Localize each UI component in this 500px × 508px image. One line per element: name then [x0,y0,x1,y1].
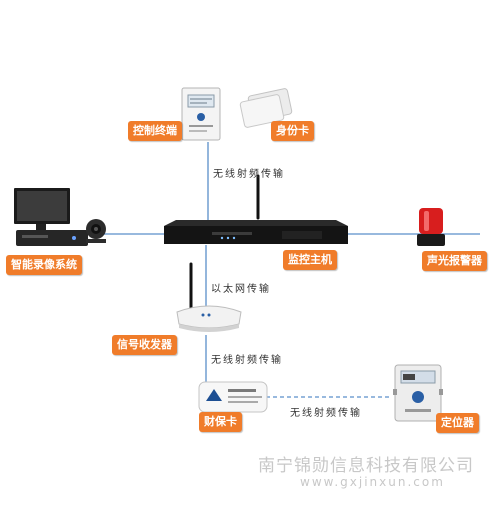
label-transceiver: 信号收发器 [112,335,177,355]
label-monitor-host: 监控主机 [283,250,337,270]
transceiver-device [176,262,242,332]
alarm-device [417,208,445,246]
id-card-device [239,88,293,128]
control-terminal-device [181,87,221,141]
recording-system-device [14,188,106,246]
caption-rf-top: 无线射频传输 [213,169,285,180]
label-recording-system: 智能录像系统 [6,255,82,275]
caption-ethernet: 以太网传输 [211,284,271,295]
locator-device [393,364,443,422]
label-control-terminal: 控制终端 [128,121,182,141]
label-safe-card: 财保卡 [199,412,242,432]
label-alarm: 声光报警器 [422,251,487,271]
company-name: 南宁锦勋信息科技有限公司 [258,456,474,476]
monitor-host-device [164,174,348,244]
safe-card-device [198,381,268,413]
caption-rf-middle: 无线射频传输 [211,355,283,366]
label-id-card: 身份卡 [271,121,314,141]
label-locator: 定位器 [436,413,479,433]
caption-rf-bottom: 无线射频传输 [290,408,362,419]
company-url: www.gxjinxun.com [300,475,445,489]
